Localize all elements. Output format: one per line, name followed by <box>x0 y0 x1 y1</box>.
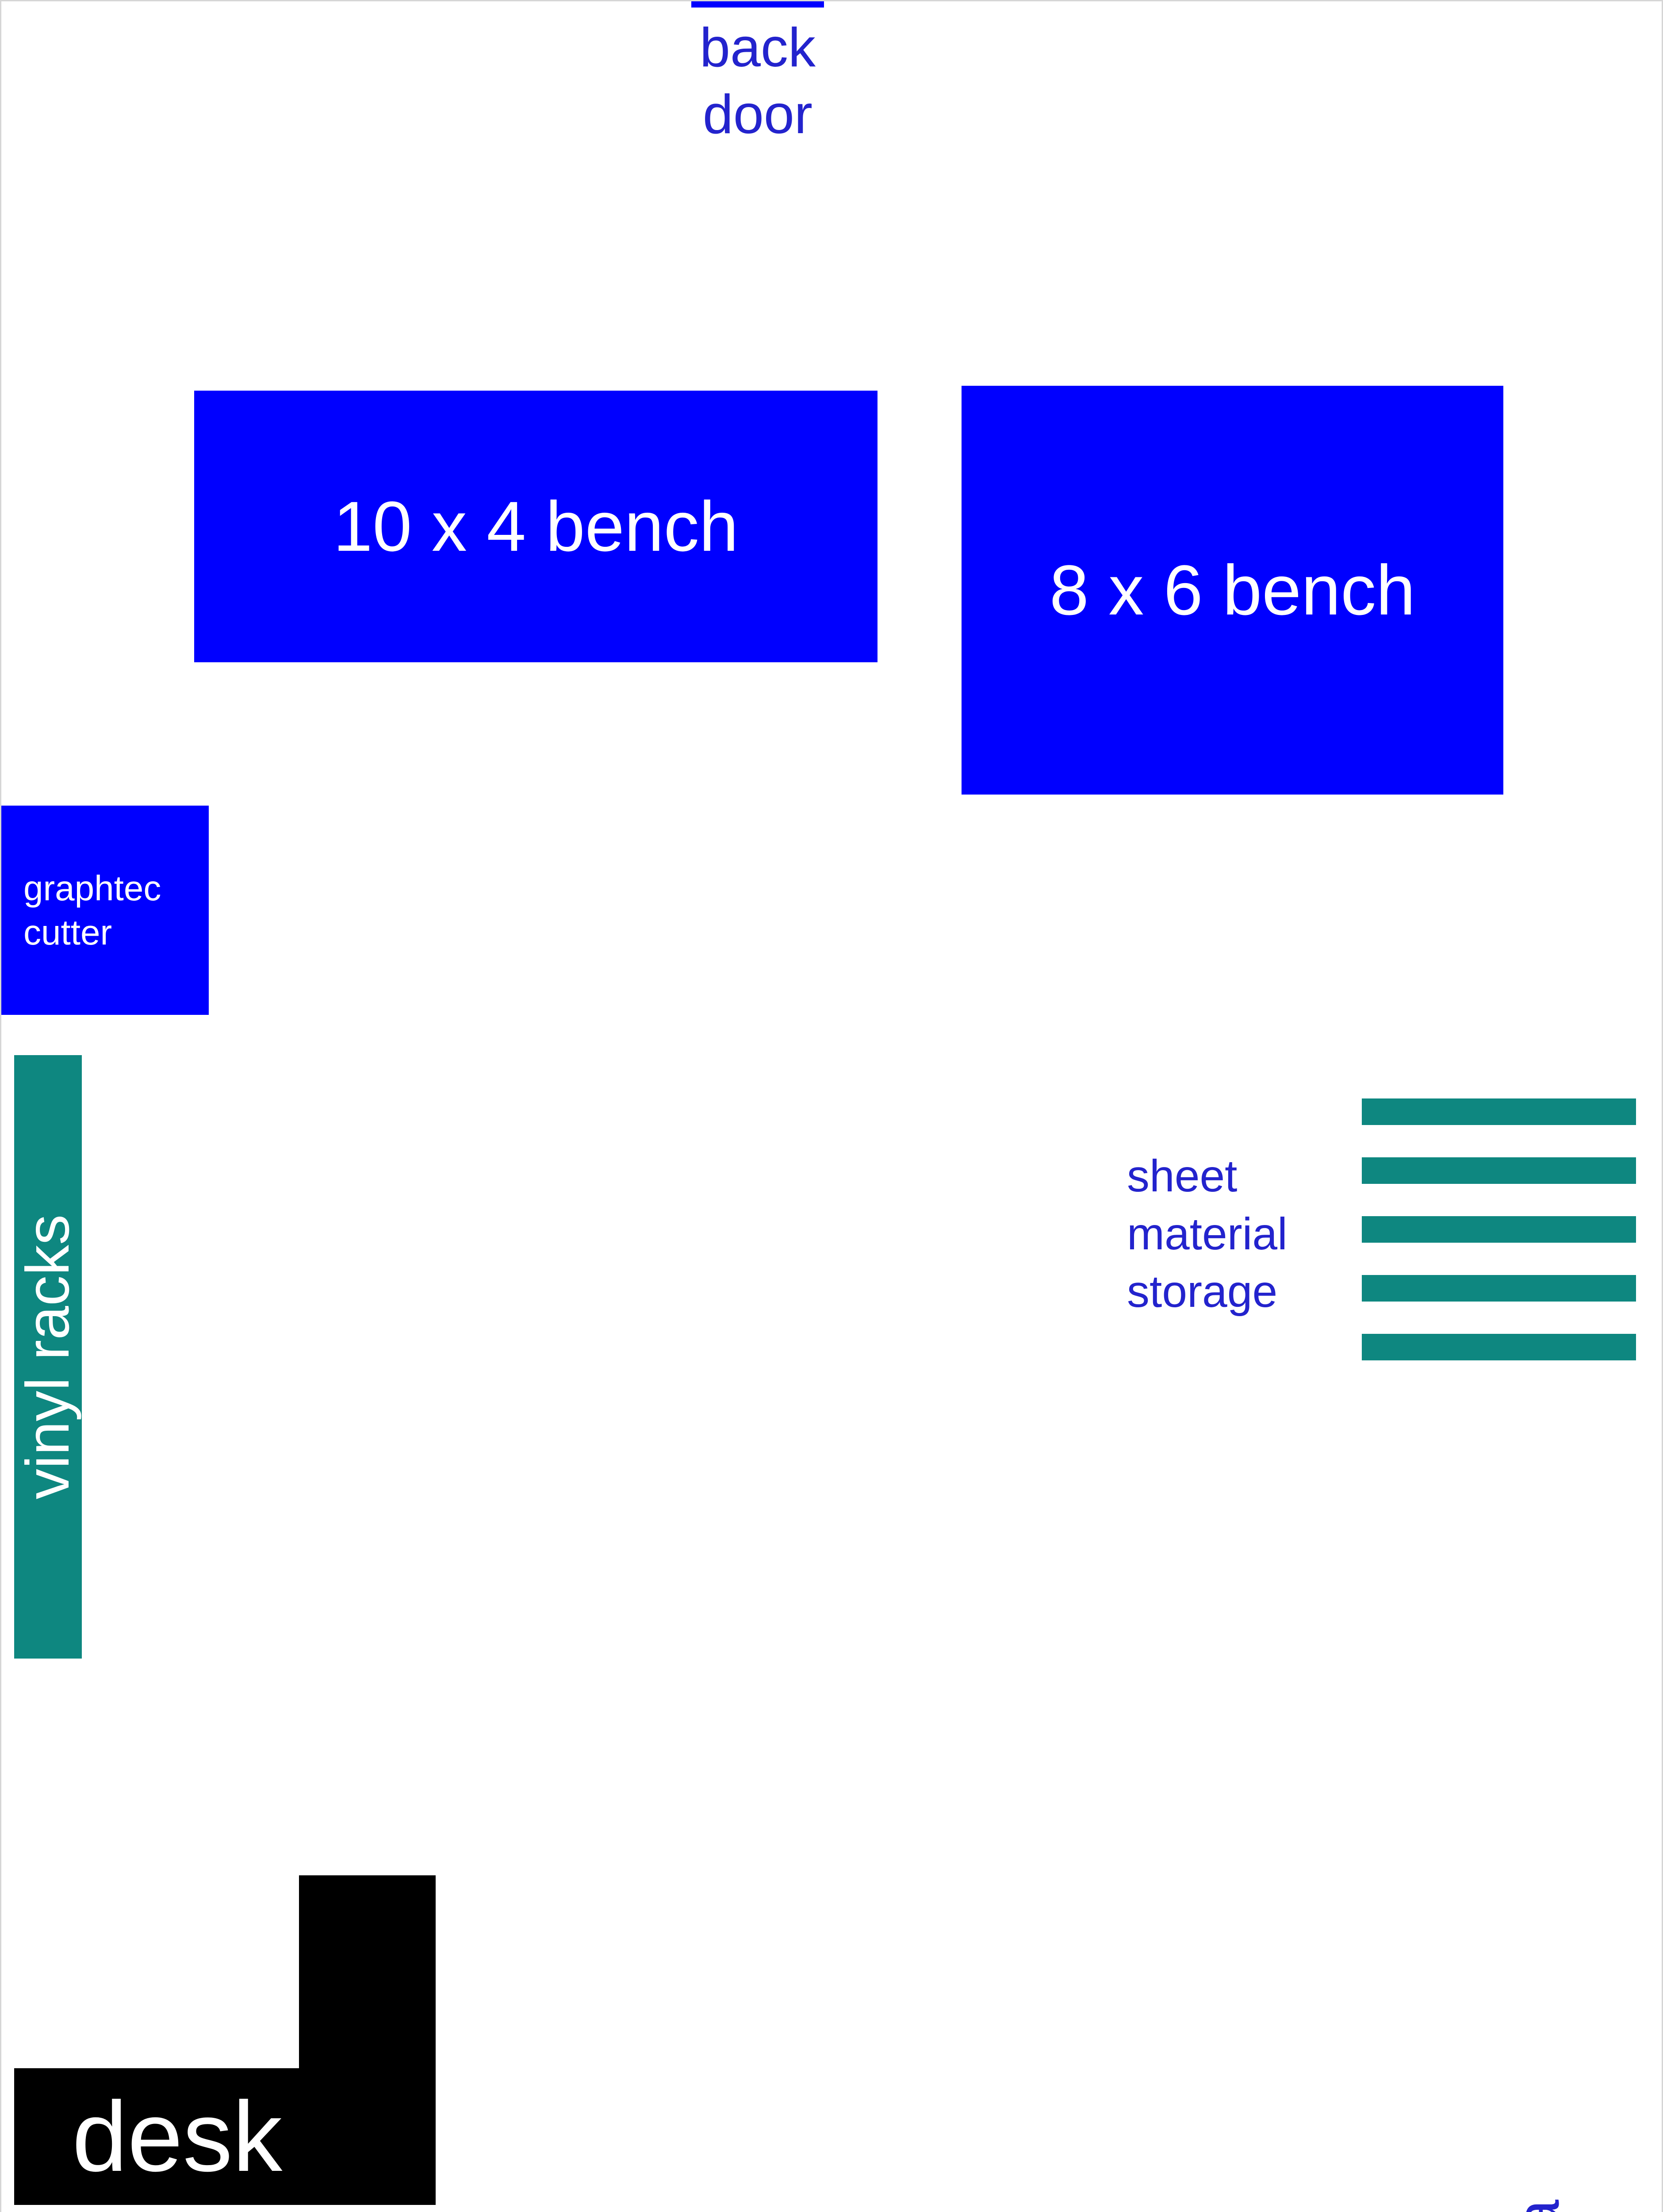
bench-10x4-label: 10 x 4 bench <box>333 487 739 566</box>
display-area-area-label: area <box>1503 2200 1573 2212</box>
vinyl-racks: vinyl racks <box>14 1055 82 1659</box>
graphtec-cutter: graphtec cutter <box>1 806 209 1015</box>
back-door-marker-line <box>691 1 824 8</box>
desk-main-section <box>14 2068 436 2205</box>
storage-shelf-bar <box>1362 1334 1636 1360</box>
storage-shelf-bar <box>1362 1098 1636 1125</box>
vinyl-racks-label: vinyl racks <box>14 1214 82 1500</box>
bench-8x6-label: 8 x 6 bench <box>1049 550 1416 630</box>
desk-label: desk <box>72 2081 283 2192</box>
graphtec-cutter-label: graphtec cutter <box>23 868 161 952</box>
storage-shelf-bar <box>1362 1275 1636 1302</box>
bench-8x6: 8 x 6 bench <box>962 386 1503 795</box>
storage-shelf-bar <box>1362 1216 1636 1243</box>
sheet-material-storage-label: sheet material storage <box>1127 1151 1287 1317</box>
display-area-area-label-wrap: area <box>1503 2177 1573 2212</box>
back-door-label: back door <box>700 17 816 146</box>
bench-10x4: 10 x 4 bench <box>194 391 877 662</box>
storage-shelf-bar <box>1362 1157 1636 1184</box>
